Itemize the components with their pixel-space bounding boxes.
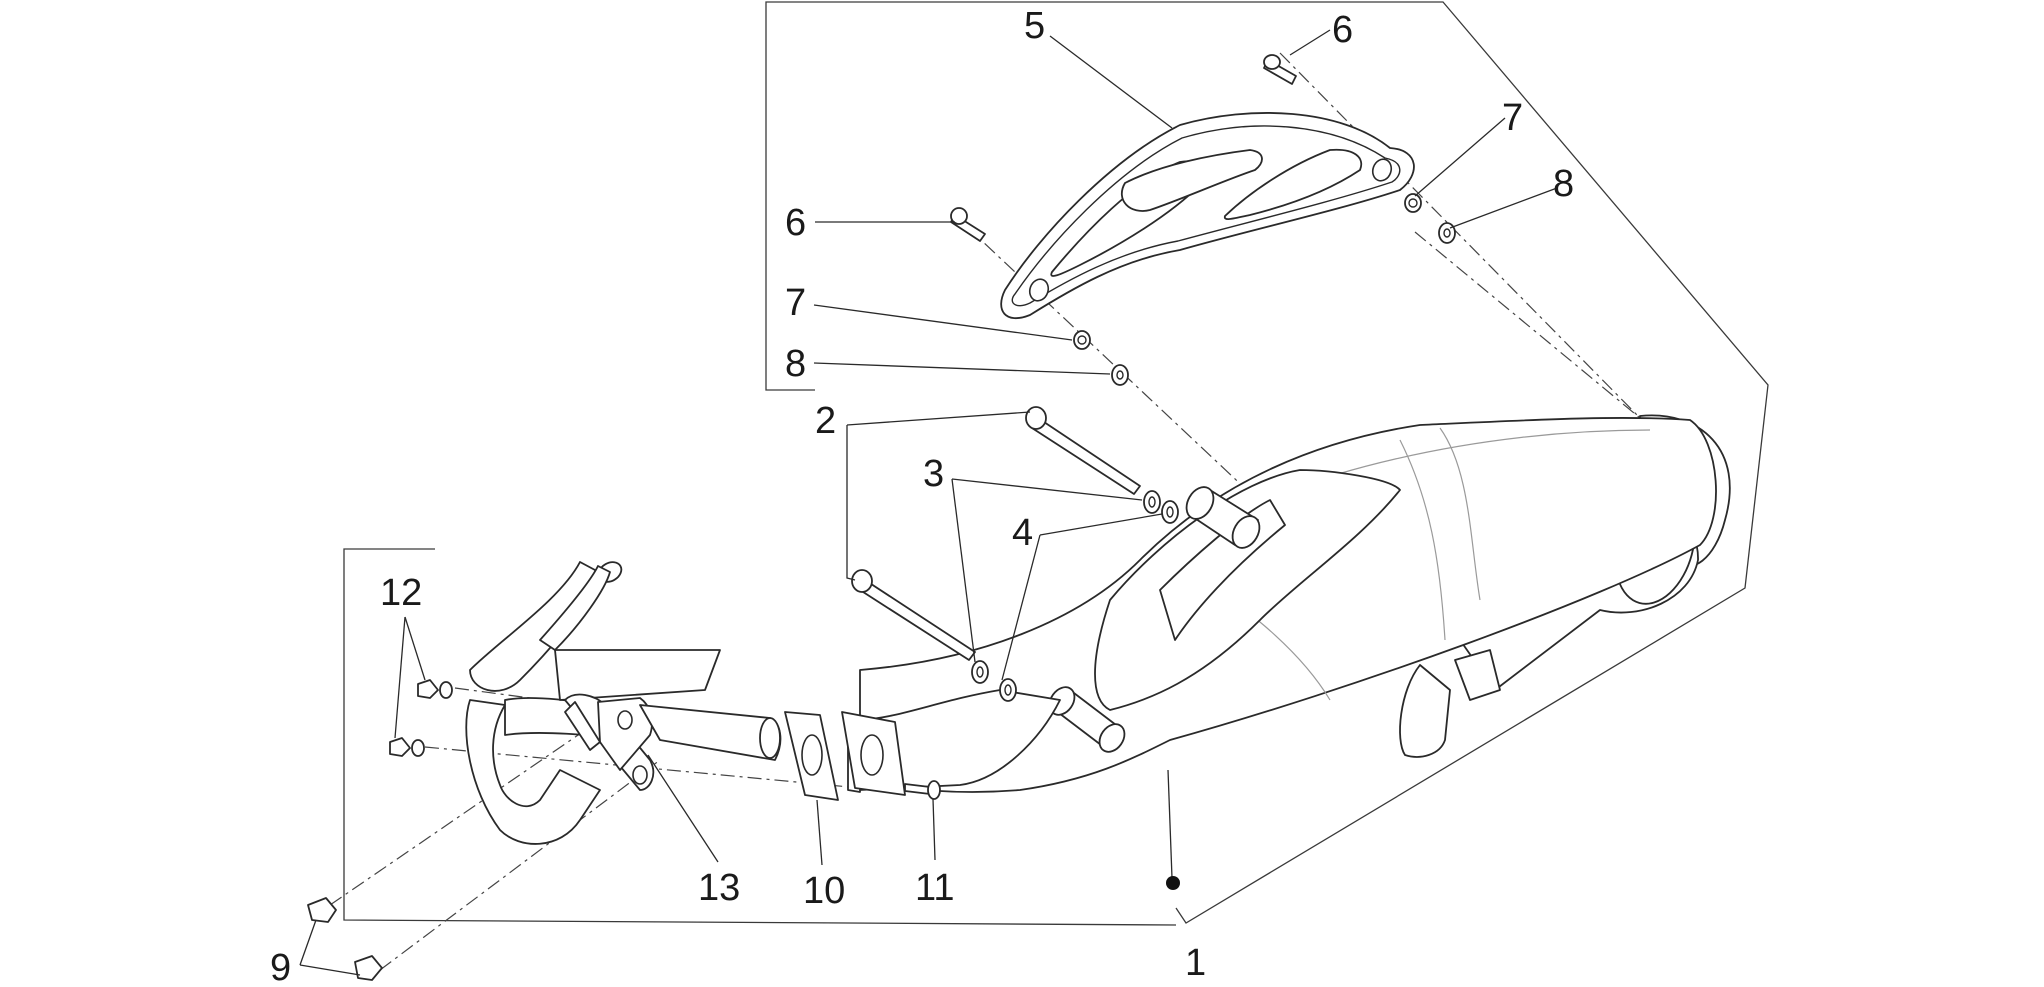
leader-lines: [299, 29, 1558, 976]
exhaust-header: [465, 561, 782, 845]
callout-1: 1: [1185, 942, 1206, 984]
callout-6-top: 6: [1332, 9, 1353, 51]
washer-3-lower: [971, 660, 989, 684]
nut-9-upper: [307, 897, 337, 923]
callout-12: 12: [380, 572, 422, 614]
assembly-axes: [329, 52, 1641, 971]
nut-12-lower: [389, 737, 425, 757]
muffler: [847, 414, 1731, 793]
screw-6-left: [950, 207, 986, 242]
screw-6-top: [1263, 54, 1297, 85]
gasket-10-rear: [841, 711, 906, 796]
callout-13: 13: [698, 867, 740, 909]
callout-7-right: 7: [1502, 97, 1523, 139]
callout-9: 9: [270, 947, 291, 987]
callout-4: 4: [1012, 512, 1033, 554]
washer-8-left: [1111, 364, 1129, 386]
callout-labels: 1 2 3 4 5 6 6 7 7 8 8 9 10 11 12 13: [270, 5, 1574, 987]
callout-8-right: 8: [1553, 163, 1574, 205]
nut-9-lower: [354, 955, 383, 981]
callout-5: 5: [1024, 5, 1045, 47]
bolt-2-lower: [851, 569, 976, 661]
callout-6-left: 6: [785, 202, 806, 244]
washer-4-lower: [999, 678, 1017, 702]
nut-7-left: [1073, 330, 1091, 350]
screw-11: [904, 780, 941, 800]
callout-8-left: 8: [785, 343, 806, 385]
washer-3-upper: [1143, 490, 1161, 514]
callout-7-left: 7: [785, 282, 806, 324]
nut-7-right: [1404, 193, 1422, 213]
callout-2: 2: [815, 400, 836, 442]
reference-dot: [1166, 876, 1180, 890]
washer-4-upper: [1161, 500, 1179, 524]
manifold-group-frame: [343, 548, 1177, 926]
nut-12-upper: [417, 679, 453, 699]
callout-10: 10: [803, 870, 845, 912]
gasket-10-front: [784, 711, 839, 801]
washer-8-right: [1438, 222, 1456, 244]
heat-shield-group-frame: [765, 1, 1769, 924]
callout-3: 3: [923, 453, 944, 495]
bolt-2-upper: [1025, 406, 1141, 495]
callout-11: 11: [915, 867, 954, 909]
heat-shield: [1000, 112, 1415, 320]
